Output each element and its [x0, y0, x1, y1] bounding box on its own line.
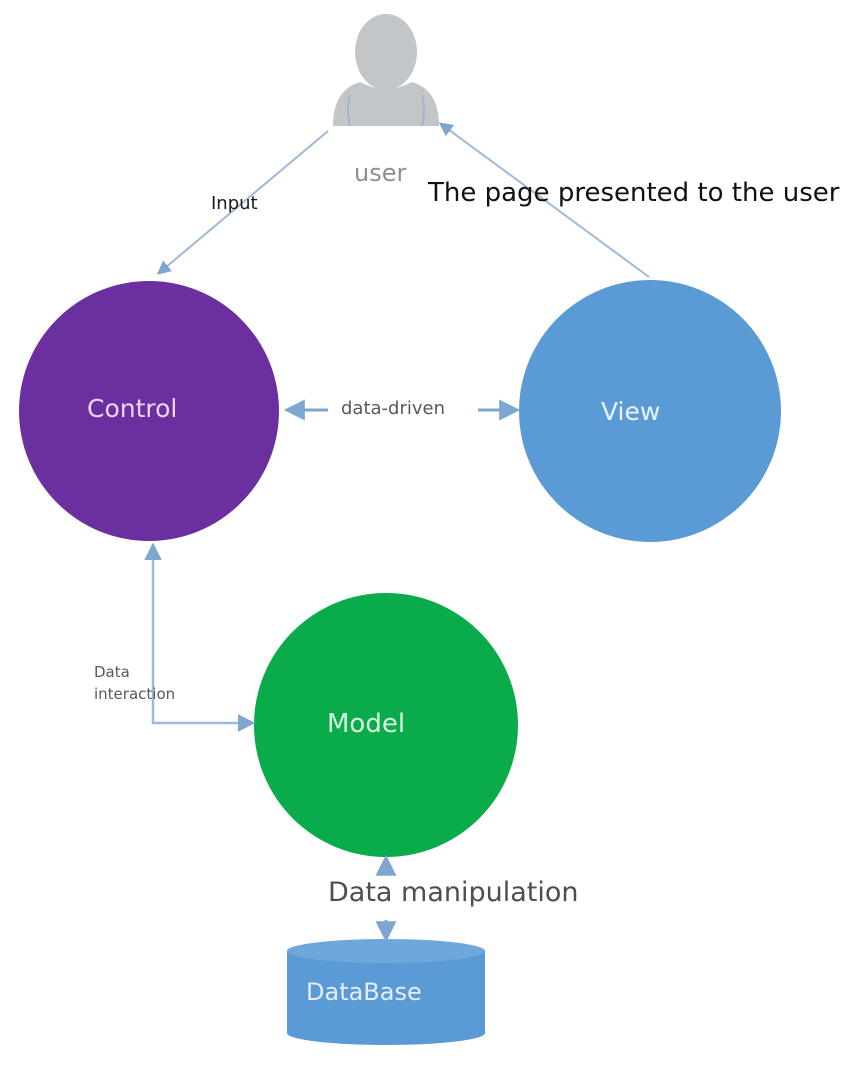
control-label: Control: [87, 394, 178, 423]
user-icon: [333, 14, 439, 127]
data-manipulation-label: Data manipulation: [328, 877, 579, 908]
page-presented-label: The page presented to the user: [428, 178, 840, 208]
user-label: user: [354, 159, 407, 187]
input-label: Input: [211, 193, 258, 214]
view-label: View: [601, 397, 661, 426]
input-arrow: [156, 130, 329, 275]
view-node: [519, 280, 781, 542]
model-label: Model: [327, 709, 406, 739]
database-node: [287, 939, 485, 1045]
data-interaction-arrow: [144, 542, 256, 732]
model-node: [254, 593, 518, 857]
data-driven-label: data-driven: [341, 398, 446, 419]
database-label: DataBase: [306, 978, 422, 1006]
page-presented-arrow: [438, 122, 650, 278]
data-interaction-label: Data interaction: [94, 663, 176, 703]
control-node: [19, 281, 279, 541]
